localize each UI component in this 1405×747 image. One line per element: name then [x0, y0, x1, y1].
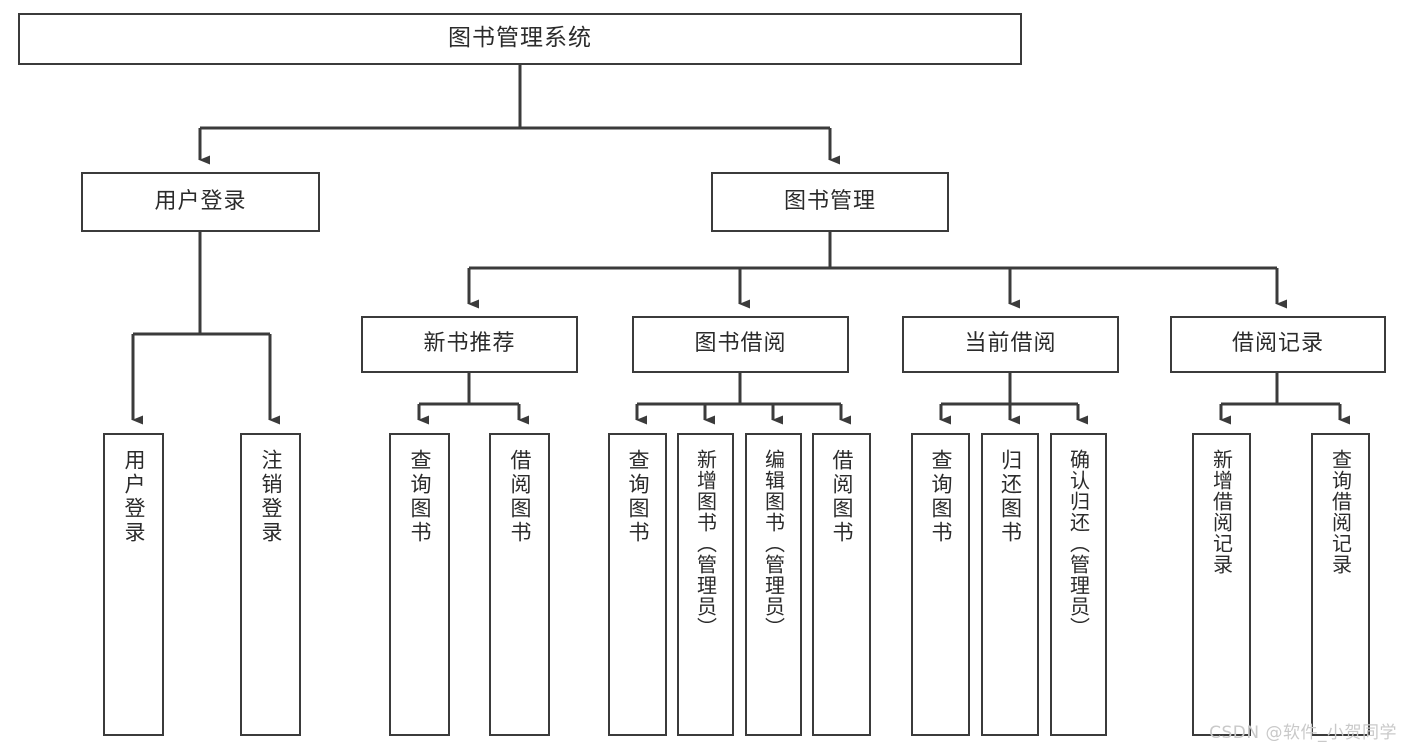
leaf-logout[interactable]: 注销登录 [240, 433, 301, 736]
leaf-user-login[interactable]: 用户登录 [103, 433, 164, 736]
node-root-system[interactable]: 图书管理系统 [18, 13, 1022, 65]
leaf-query-borrow-record[interactable]: 查询借阅记录 [1311, 433, 1370, 736]
node-book-borrow[interactable]: 图书借阅 [632, 316, 849, 373]
node-label: 归还图书 [998, 449, 1023, 545]
node-new-book-recommend[interactable]: 新书推荐 [361, 316, 578, 373]
leaf-confirm-return-admin[interactable]: 确认归还（管理员） [1050, 433, 1107, 736]
leaf-add-borrow-record[interactable]: 新增借阅记录 [1192, 433, 1251, 736]
node-label: 图书借阅 [694, 331, 787, 357]
node-user-login[interactable]: 用户登录 [81, 172, 320, 232]
node-label: 查询图书 [408, 449, 432, 545]
node-label: 新书推荐 [423, 331, 516, 357]
leaf-edit-book-admin[interactable]: 编辑图书（管理员） [745, 433, 802, 736]
node-borrow-record[interactable]: 借阅记录 [1170, 316, 1386, 373]
leaf-return-book[interactable]: 归还图书 [981, 433, 1039, 736]
node-label: 借阅图书 [508, 449, 532, 545]
leaf-query-book-borrow[interactable]: 查询图书 [608, 433, 667, 736]
node-current-borrow[interactable]: 当前借阅 [902, 316, 1119, 373]
node-label: 当前借阅 [964, 331, 1057, 357]
node-label: 用户登录 [154, 188, 247, 214]
node-label: 新增图书（管理员） [693, 449, 718, 638]
node-label: 查询借阅记录 [1328, 449, 1353, 575]
node-label: 查询图书 [626, 449, 650, 545]
node-label: 用户登录 [122, 449, 146, 545]
leaf-add-book-admin[interactable]: 新增图书（管理员） [677, 433, 734, 736]
leaf-borrow-book[interactable]: 借阅图书 [812, 433, 871, 736]
node-label: 确认归还（管理员） [1066, 449, 1091, 638]
node-label: 图书管理 [783, 188, 876, 214]
leaf-borrow-book-recommend[interactable]: 借阅图书 [489, 433, 550, 736]
node-label: 注销登录 [259, 449, 283, 545]
leaf-query-book-recommend[interactable]: 查询图书 [389, 433, 450, 736]
node-label: 图书管理系统 [448, 25, 592, 52]
node-label: 编辑图书（管理员） [761, 449, 786, 638]
node-label: 借阅图书 [830, 449, 854, 545]
leaf-query-book-current[interactable]: 查询图书 [911, 433, 970, 736]
node-label: 新增借阅记录 [1209, 449, 1234, 575]
node-label: 借阅记录 [1231, 331, 1324, 357]
node-book-management[interactable]: 图书管理 [711, 172, 949, 232]
node-label: 查询图书 [929, 449, 953, 545]
